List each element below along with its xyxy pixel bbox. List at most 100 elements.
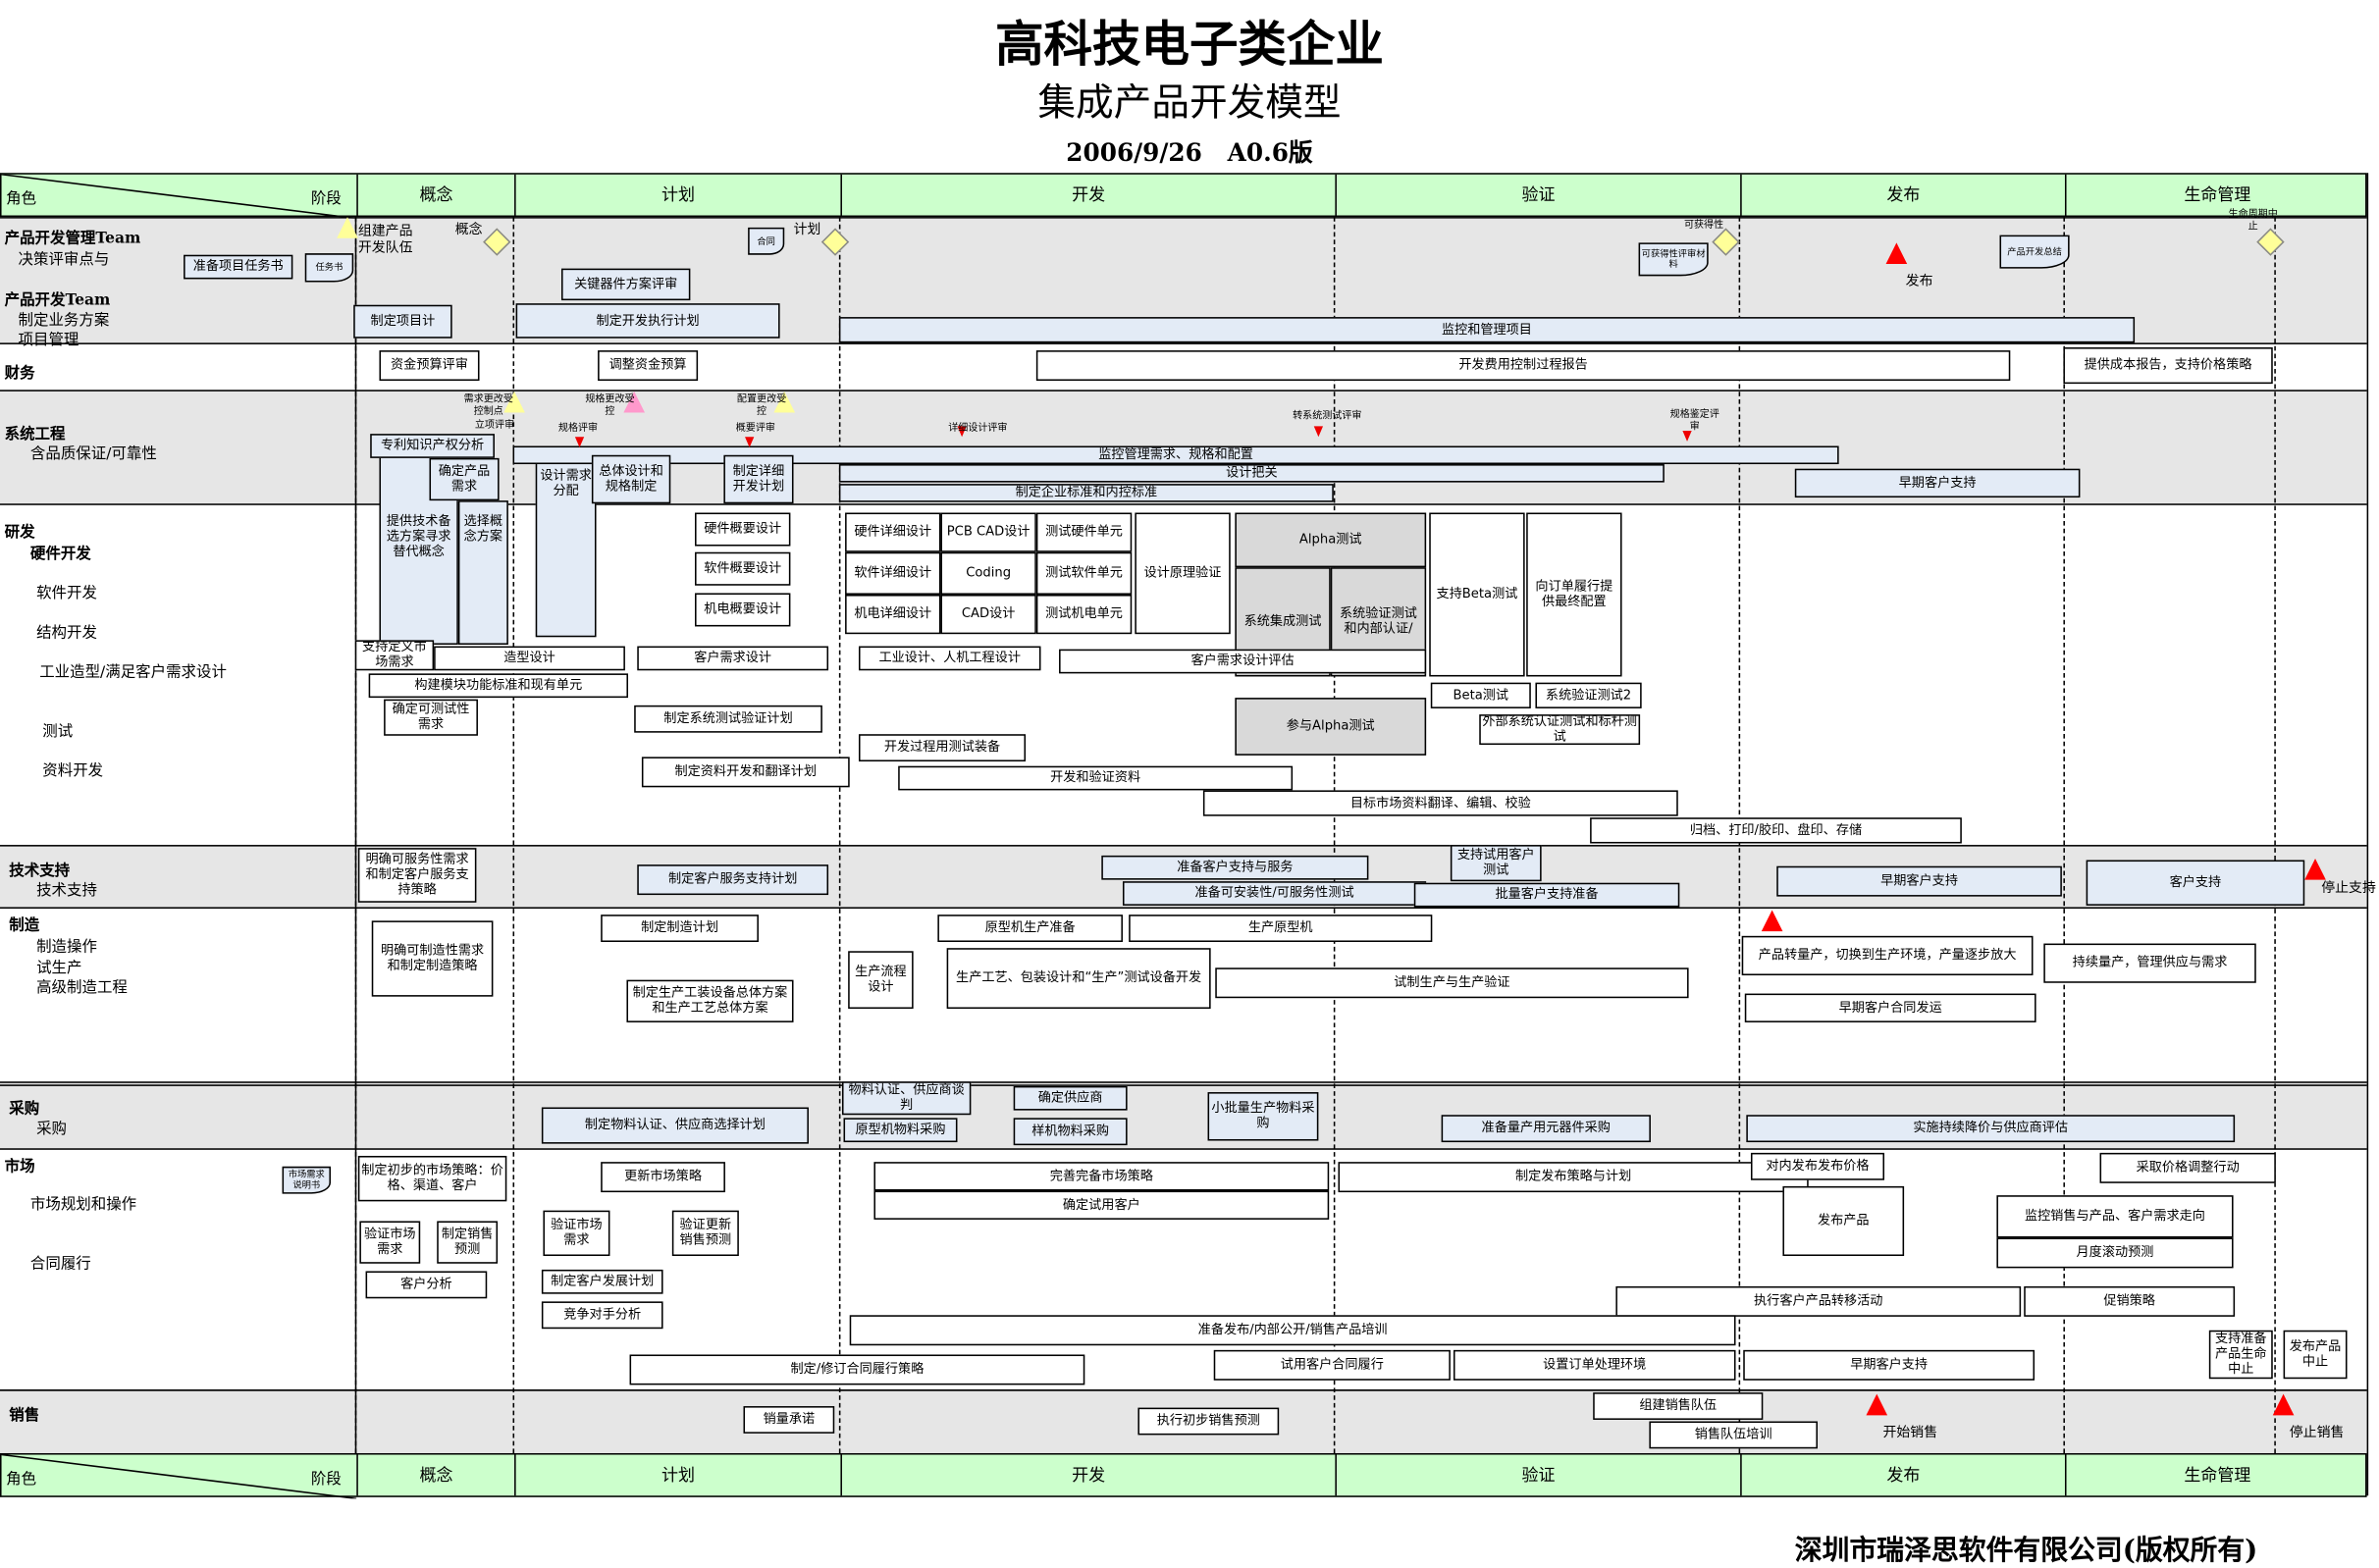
- activity-box: 制定销售预测: [437, 1221, 499, 1264]
- copyright-footer: 深圳市瑞泽思软件有限公司(版权所有): [1794, 1535, 2258, 1567]
- role-label: 系统工程: [4, 426, 66, 444]
- activity-box: 提供成本报告，支持价格策略: [2063, 347, 2273, 385]
- role-label: 含品质保证/可靠性: [29, 445, 157, 463]
- activity-box: 测试硬件单元: [1035, 512, 1133, 552]
- phase-4: 发布: [1740, 174, 2065, 216]
- activity-box: 明确可服务性需求和制定客户服务支持策略: [357, 848, 477, 903]
- diagonal-divider: [1, 174, 357, 219]
- activity-box: 验证更新销售预测: [671, 1210, 739, 1257]
- activity-box: 明确可制造性需求和制定制造策略: [371, 920, 494, 997]
- activity-box: 软件概要设计: [695, 551, 791, 586]
- role-label: 决策评审点与: [18, 251, 110, 269]
- activity-box: 设计原理验证: [1135, 512, 1231, 635]
- document-shape: 合同: [748, 227, 785, 255]
- role-label: 制造: [9, 917, 40, 935]
- activity-box: 早期客户支持: [1743, 1349, 2035, 1381]
- activity-box: 月度滚动预测: [1996, 1237, 2234, 1269]
- activity-box: 客户分析: [365, 1271, 488, 1299]
- activity-box: 准备发布/内部公开/销售产品培训: [849, 1315, 1736, 1346]
- role-label: 软件开发: [36, 585, 97, 602]
- activity-box: 制定制造计划: [601, 915, 759, 943]
- activity-box: 设计把关: [838, 464, 1665, 483]
- lane-divider: [0, 1389, 2367, 1391]
- milestone-label: 停止销售: [2289, 1426, 2345, 1441]
- activity-box: 实施持续降价与供应商评估: [1746, 1115, 2236, 1143]
- header-role-label: 角色: [6, 1471, 37, 1489]
- activity-box: 制定项目计: [353, 304, 452, 339]
- phase-2: 开发: [840, 1454, 1335, 1496]
- role-label: 技术支持: [9, 862, 71, 880]
- activity-box: 制定发布策略与计划: [1338, 1162, 1809, 1193]
- milestone-label: 可获得性: [1683, 218, 1724, 231]
- role-label: 产品开发Team: [4, 292, 111, 310]
- activity-box: 开发费用控制过程报告: [1035, 350, 2011, 382]
- activity-box: 准备可安装性/可服务性测试: [1122, 881, 1427, 906]
- role-label: 采购: [36, 1121, 68, 1138]
- activity-box: 早期客户支持: [1794, 468, 2081, 498]
- activity-box: 向订单履行提供最终配置: [1526, 512, 1622, 677]
- lane-finance: [0, 342, 2367, 390]
- activity-box: 小批量生产物料采购: [1207, 1092, 1319, 1141]
- stop-sales-milestone-icon: [2272, 1393, 2295, 1416]
- activity-box: 早期客户合同发运: [1744, 993, 2036, 1022]
- activity-box: 工业设计、人机工程设计: [858, 646, 1041, 671]
- activity-box: 制定初步的市场策略：价格、渠道、客户: [357, 1155, 507, 1202]
- activity-box: 更新市场策略: [601, 1162, 725, 1193]
- header-stage-label: 阶段: [310, 1471, 342, 1489]
- activity-box: 准备客户支持与服务: [1101, 855, 1369, 880]
- activity-box: 制定系统测试验证计划: [634, 705, 822, 733]
- milestone-label: 需求更改受控制点: [463, 392, 513, 418]
- document-shape: 可获得性评审材料: [1638, 242, 1709, 277]
- role-label: 结构开发: [36, 624, 97, 642]
- activity-box: 支持准备产品生命中止: [2208, 1330, 2273, 1380]
- role-label: 销售: [9, 1407, 40, 1425]
- activity-box: Beta测试: [1430, 682, 1531, 708]
- document-shape: 任务书: [304, 253, 354, 283]
- activity-box: Coding: [940, 551, 1036, 595]
- milestone-label: 生命周期中止: [2228, 207, 2278, 233]
- activity-box: 测试软件单元: [1035, 551, 1133, 595]
- activity-box: 调整资金预算: [598, 350, 699, 382]
- activity-box: 制定物料认证、供应商选择计划: [541, 1107, 809, 1144]
- role-label: 制造操作: [36, 938, 97, 956]
- volume-production-milestone-icon: [1761, 910, 1783, 932]
- role-label: 工业造型/满足客户需求设计: [39, 664, 227, 682]
- spec-change-triangle-icon: [623, 391, 646, 413]
- activity-box: 原型机生产准备: [937, 915, 1123, 943]
- activity-box: 制定客户发展计划: [541, 1269, 663, 1294]
- activity-box: 客户支持: [2086, 860, 2305, 906]
- activity-box: 客户需求设计: [637, 646, 829, 671]
- phase-1: 计划: [514, 174, 840, 216]
- release-milestone-icon: [1885, 242, 1908, 264]
- milestone-label: 概念: [454, 223, 483, 238]
- activity-box: 选择概念方案: [457, 500, 508, 646]
- role-label: 合同履行: [29, 1256, 91, 1274]
- activity-box: 确定产品需求: [429, 457, 500, 501]
- activity-box: 确定可测试性需求: [384, 699, 478, 736]
- activity-box: 机电概要设计: [695, 593, 791, 627]
- activity-box: 批量客户支持准备: [1413, 882, 1680, 908]
- role-label: 产品开发管理Team: [4, 230, 141, 247]
- activity-box: 目标市场资料翻译、编辑、校验: [1202, 790, 1678, 816]
- activity-box: 归档、打印/胶印、盘印、存储: [1590, 817, 1962, 844]
- role-label: 研发: [4, 524, 35, 542]
- milestone-label: 配置更改受控: [736, 392, 787, 418]
- activity-box: 促销策略: [2024, 1285, 2236, 1317]
- activity-box: 采取价格调整行动: [2099, 1152, 2276, 1183]
- activity-box: 制定客户服务支持计划: [637, 864, 829, 896]
- lane-manufacturing: [0, 907, 2367, 1081]
- activity-box: 制定生产工装设备总体方案和生产工艺总体方案: [626, 979, 794, 1022]
- phase-header-top: 角色阶段概念计划开发验证发布生命管理: [0, 173, 2367, 219]
- activity-box: 构建模块功能标准和现有单元: [368, 673, 629, 699]
- activity-box: 生产工艺、包装设计和“生产”测试设备开发: [946, 948, 1211, 1010]
- milestone-label: 转系统测试评审: [1293, 409, 1362, 422]
- review-arrow-icon: [574, 437, 585, 448]
- role-column-border: [354, 217, 357, 1453]
- diagram-title: 高科技电子类企业: [995, 15, 1384, 74]
- activity-box: 销售队伍培训: [1649, 1421, 1818, 1449]
- activity-box: 关键器件方案评审: [560, 268, 691, 301]
- version-label: 2006/9/26 A0.6版: [1066, 137, 1313, 168]
- gate-triangle-icon: [773, 391, 796, 413]
- activity-box: 生产原型机: [1129, 915, 1433, 943]
